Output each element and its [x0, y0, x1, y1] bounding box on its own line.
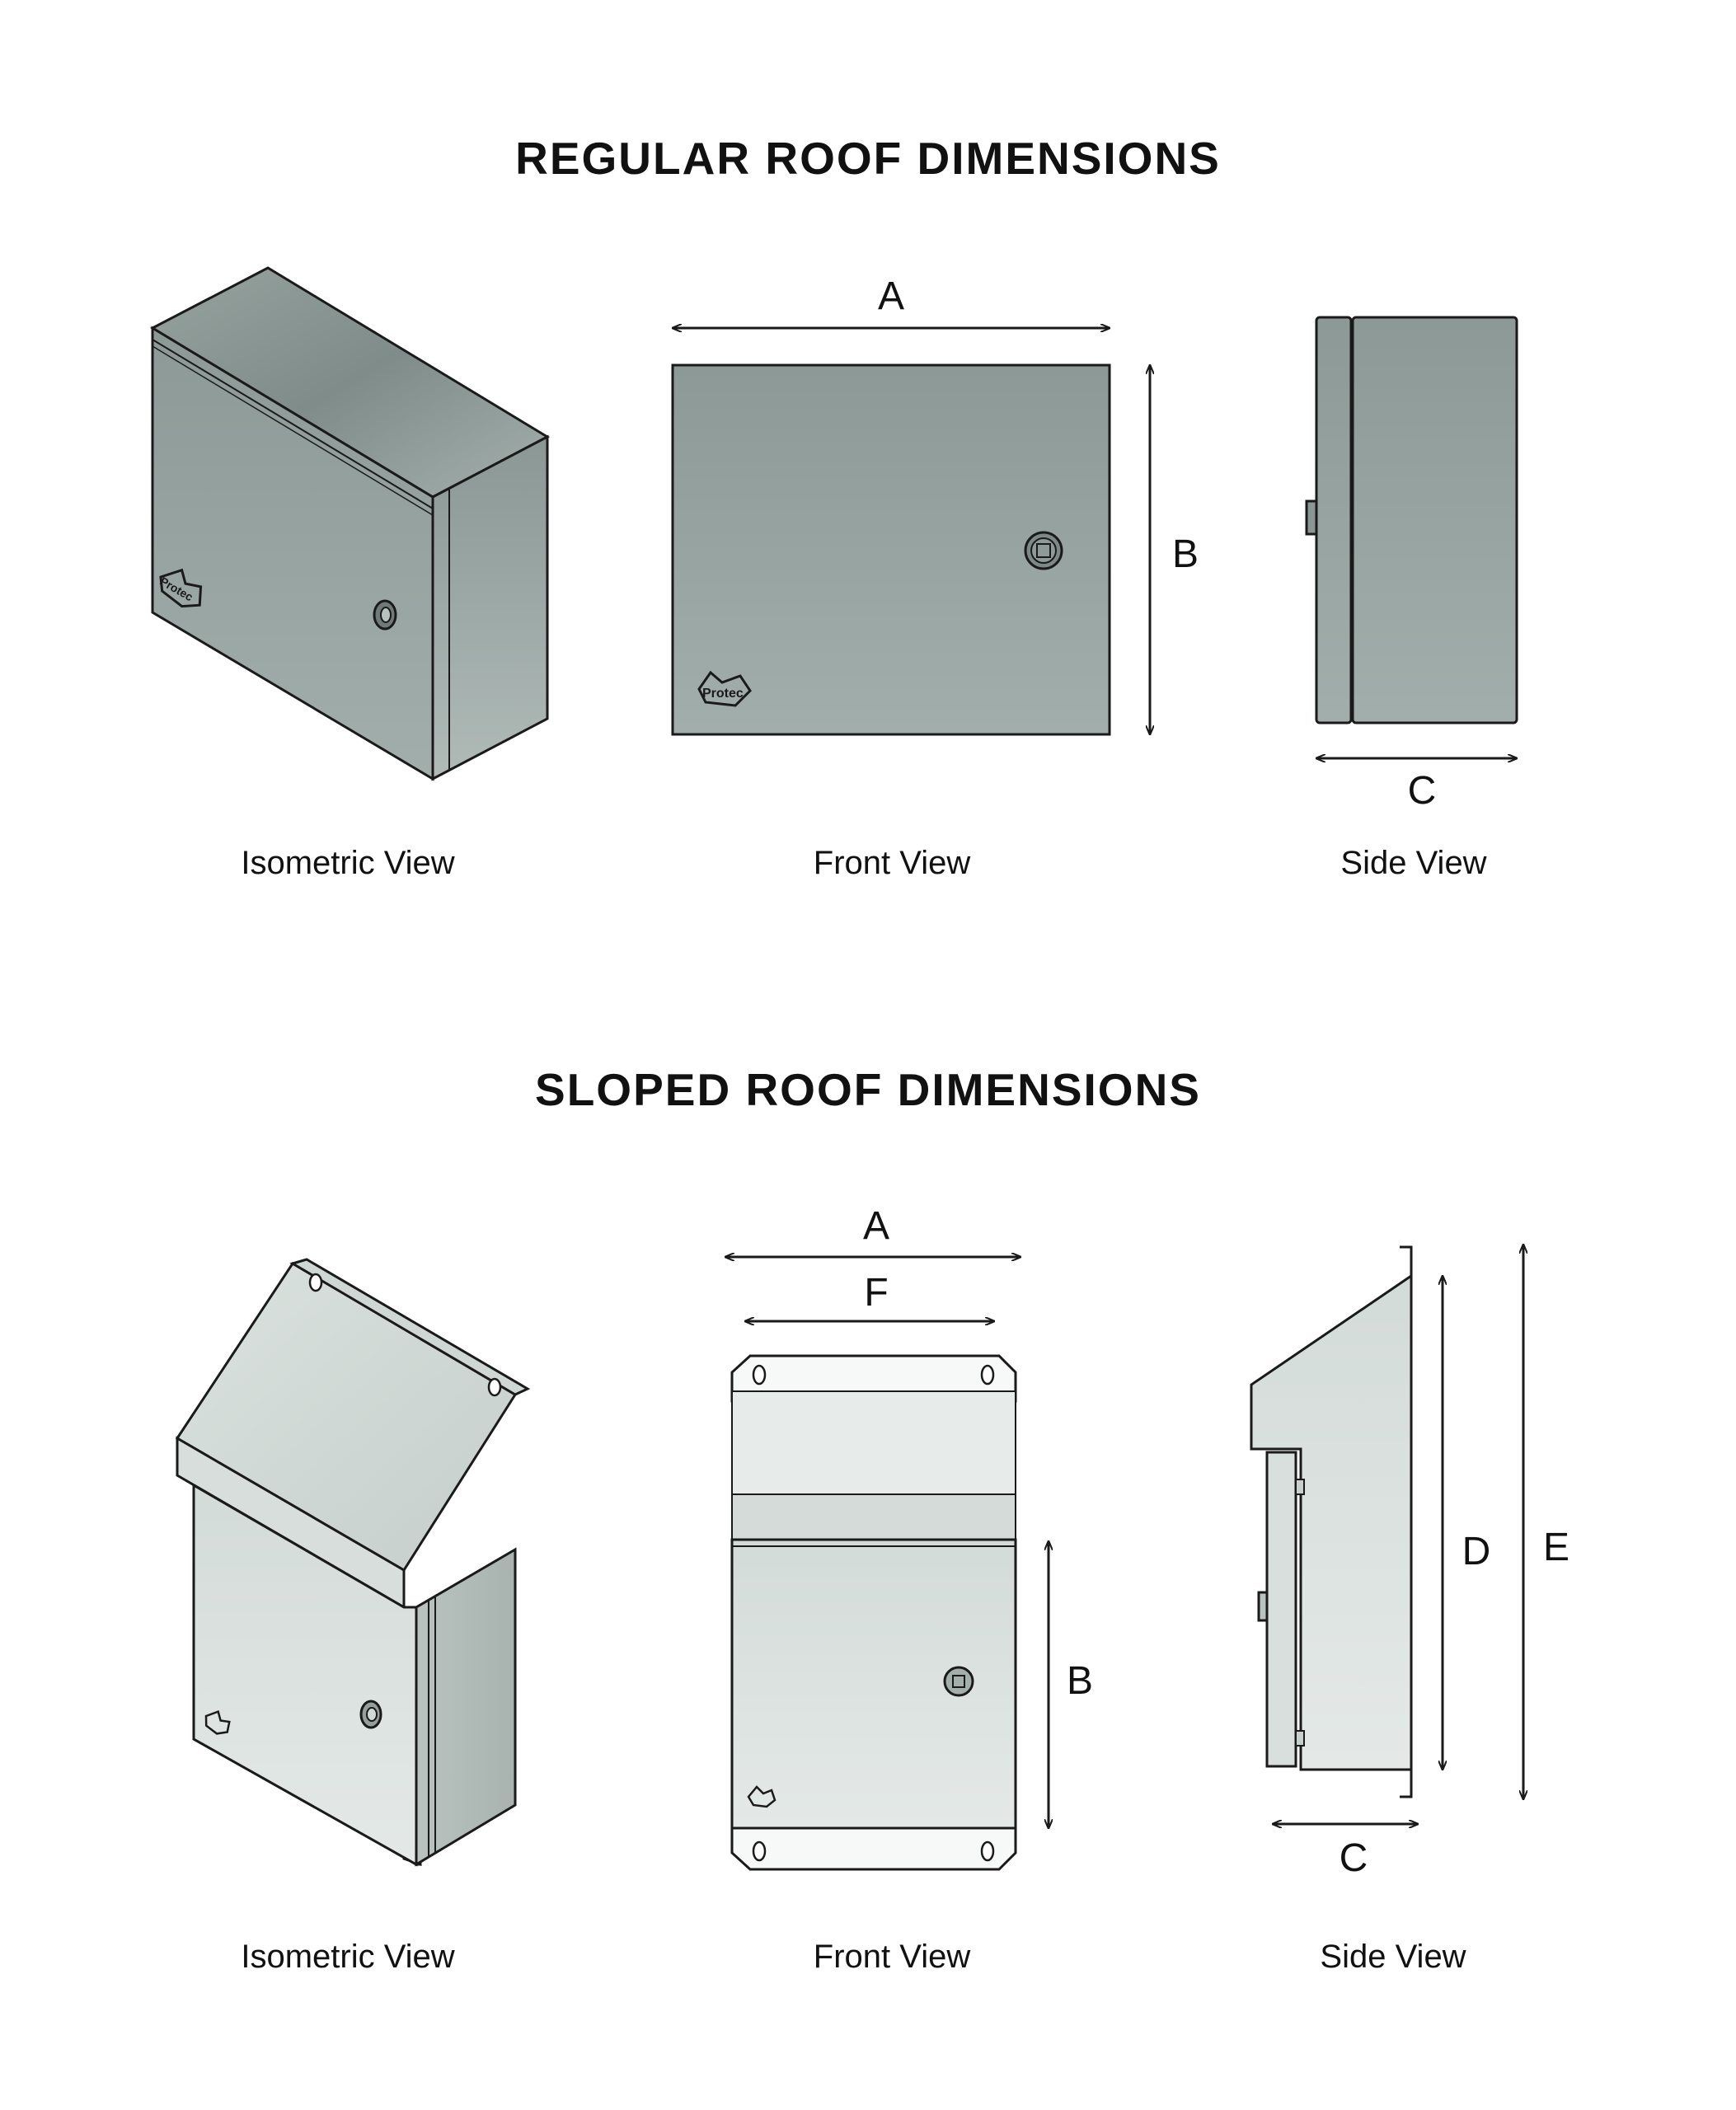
sloped-side-caption: Side View — [1320, 1939, 1466, 1975]
regular-front-lock-icon — [1024, 531, 1063, 570]
regular-side-body — [1351, 316, 1518, 724]
regular-iso-lid-line — [152, 339, 434, 509]
sloped-dimension-e-label: E — [1543, 1526, 1569, 1569]
sloped-front-logo-icon — [747, 1785, 777, 1808]
sloped-front-mount-hole-tr — [980, 1364, 995, 1386]
regular-side-lock-bump — [1305, 499, 1318, 536]
sloped-iso-body-side — [415, 1547, 517, 1867]
sloped-side-door — [1265, 1451, 1297, 1768]
sloped-roof-heading: SLOPED ROOF DIMENSIONS — [535, 1064, 1201, 1115]
regular-side-enclosure — [1305, 316, 1518, 724]
regular-side-caption: Side View — [1340, 845, 1487, 881]
sloped-front-roof-lip — [731, 1493, 1016, 1540]
sloped-dimension-b-label: B — [1067, 1659, 1093, 1703]
regular-iso-side-face — [431, 434, 549, 781]
regular-front-enclosure: Protec — [671, 363, 1111, 736]
sloped-front-bottom-flange — [730, 1826, 1017, 1871]
sloped-front-lock-icon — [943, 1666, 974, 1697]
sloped-side-hinge-bump — [1295, 1479, 1305, 1495]
regular-front-logo-text: Protec — [702, 687, 744, 701]
sloped-dimension-c-label: C — [1340, 1836, 1368, 1880]
sloped-dimension-a-label: A — [863, 1204, 889, 1248]
sloped-side-bottom-flange — [1400, 1770, 1413, 1798]
sloped-iso-logo-icon — [204, 1709, 231, 1735]
sloped-iso-lock-icon — [359, 1700, 382, 1729]
regular-dimension-a-label: A — [878, 274, 904, 318]
regular-dimension-b-label: B — [1172, 532, 1199, 576]
regular-iso-lid-line-2 — [152, 345, 434, 516]
sloped-front-mount-hole-tl — [752, 1364, 767, 1386]
regular-front-logo-icon: Protec — [697, 670, 752, 707]
regular-dimension-c-label: C — [1408, 769, 1437, 813]
sloped-side-top-flange — [1400, 1245, 1413, 1276]
sloped-side-enclosure — [1250, 1245, 1413, 1798]
regular-isometric-enclosure: Protec — [149, 266, 551, 781]
sloped-isometric-enclosure — [175, 1258, 531, 1867]
regular-front-caption: Front View — [813, 845, 971, 881]
sloped-front-mount-hole-br — [980, 1840, 995, 1862]
sloped-iso-mount-hole-2 — [487, 1377, 502, 1397]
sloped-iso-roof-flange — [289, 1258, 531, 1396]
regular-isometric-caption: Isometric View — [241, 845, 455, 881]
sloped-front-caption: Front View — [813, 1939, 971, 1975]
sloped-front-roof-panel — [731, 1390, 1016, 1495]
regular-side-door-strip — [1315, 316, 1353, 724]
regular-roof-heading: REGULAR ROOF DIMENSIONS — [515, 133, 1221, 184]
sloped-dimension-f-label: F — [864, 1271, 888, 1315]
sloped-dimension-d-label: D — [1462, 1530, 1491, 1573]
sloped-isometric-caption: Isometric View — [241, 1939, 455, 1975]
sloped-side-lock-bump — [1257, 1591, 1269, 1622]
sloped-side-hinge-bump-2 — [1295, 1730, 1305, 1747]
regular-iso-lock-icon — [373, 599, 397, 631]
sloped-front-mount-hole-bl — [752, 1840, 767, 1862]
sloped-front-enclosure — [730, 1354, 1017, 1871]
sloped-iso-mount-hole-1 — [308, 1273, 323, 1292]
